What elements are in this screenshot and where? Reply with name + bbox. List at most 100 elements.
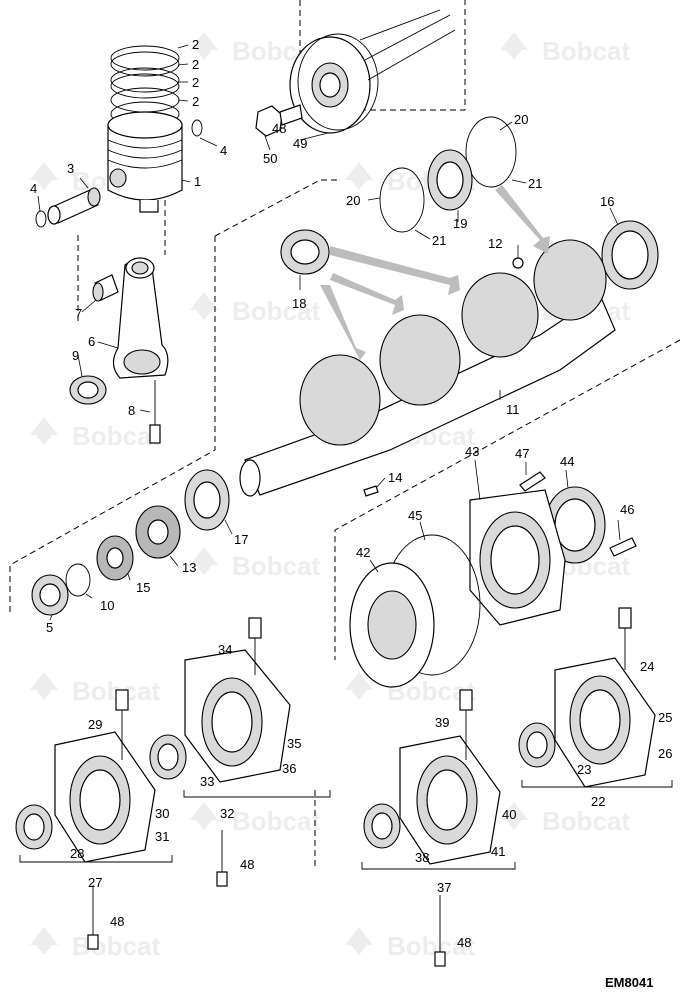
callout-label: 25: [658, 710, 672, 725]
callout-label: 10: [100, 598, 114, 613]
callout-label: 21: [528, 176, 542, 191]
callout-label: 39: [435, 715, 449, 730]
crank-gear-small: [96, 535, 134, 581]
watermark-text: Bobcat: [72, 931, 160, 961]
callout-label: 27: [88, 875, 102, 890]
callout-label: 9: [72, 348, 79, 363]
callout-label: 20: [514, 112, 528, 127]
callout-label: 48: [272, 121, 286, 136]
callout-label: 2: [192, 37, 199, 52]
callout-label: 42: [356, 545, 370, 560]
key: [363, 485, 379, 497]
callout-label: 35: [287, 736, 301, 751]
callout-label: 48: [240, 857, 254, 872]
callout-label: 1: [194, 174, 201, 189]
watermark-logo: [190, 32, 218, 60]
piston: [107, 111, 183, 213]
watermark-text: Bobcat: [232, 296, 320, 326]
crankshaft: [239, 239, 616, 497]
watermark-logo: [190, 292, 218, 320]
cap-bolts-48: [87, 830, 446, 967]
watermark-text: Bobcat: [72, 421, 160, 451]
callout-label: 24: [640, 659, 654, 674]
spacer-ring: [65, 563, 91, 597]
watermark-text: Bobcat: [542, 36, 630, 66]
callout-label: 41: [491, 844, 505, 859]
callout-label: 16: [600, 194, 614, 209]
callout-label: 40: [502, 807, 516, 822]
bearing-cap-assembly-22: [518, 607, 656, 788]
watermark-text: Bobcat: [387, 931, 475, 961]
assembly-arrows: [320, 185, 550, 360]
callout-label: 4: [30, 181, 37, 196]
callout-label: 49: [293, 136, 307, 151]
watermark-text: Bobcat: [232, 551, 320, 581]
watermark-logo: [345, 162, 373, 190]
callout-label: 18: [292, 296, 306, 311]
callout-label: 13: [182, 560, 196, 575]
callout-label: 19: [453, 216, 467, 231]
crankshaft-pulley: [289, 9, 456, 134]
callout-label: 28: [70, 846, 84, 861]
watermark-text: Bobcat: [232, 806, 320, 836]
watermark-logo: [30, 672, 58, 700]
callout-label: 29: [88, 717, 102, 732]
callout-label: 45: [408, 508, 422, 523]
callout-label: 20: [346, 193, 360, 208]
watermark-logo: [30, 417, 58, 445]
callout-label: 2: [192, 57, 199, 72]
connecting-rod: [112, 257, 169, 379]
figure-id: EM8041: [605, 975, 653, 990]
snap-rings: [35, 119, 203, 228]
main-bearing: [280, 229, 330, 275]
rod-bearing: [69, 375, 107, 405]
watermark-logo: [30, 927, 58, 955]
group-brackets: [19, 780, 673, 870]
callout-label: 4: [220, 143, 227, 158]
callout-label: 8: [128, 403, 135, 418]
watermark-logo: [30, 162, 58, 190]
rear-seal-ring: [601, 220, 659, 290]
callout-label: 7: [75, 306, 82, 321]
rod-bolt: [149, 380, 161, 444]
watermark-logo: [190, 547, 218, 575]
piston-pin: [47, 187, 101, 225]
watermark-logo: [500, 32, 528, 60]
callout-label: 37: [437, 880, 451, 895]
bearing-cap-assembly-37: [363, 689, 501, 865]
callout-label: 48: [110, 914, 124, 929]
callout-label: 38: [415, 850, 429, 865]
front-bearing: [184, 469, 230, 531]
housing-bolts: [519, 471, 637, 557]
callout-label: 5: [46, 620, 53, 635]
callout-label: 17: [234, 532, 248, 547]
callout-label: 43: [465, 444, 479, 459]
callout-label: 12: [488, 236, 502, 251]
leader-lines: [37, 44, 621, 621]
callout-label: 48: [457, 935, 471, 950]
callout-label: 34: [218, 642, 232, 657]
rear-seal-housing: [469, 489, 566, 626]
callout-label: 46: [620, 502, 634, 517]
callout-label: 44: [560, 454, 574, 469]
callout-label: 21: [432, 233, 446, 248]
watermark-text: Bobcat: [542, 806, 630, 836]
watermark-logo: [345, 927, 373, 955]
callout-label: 32: [220, 806, 234, 821]
pulley-bolt: [255, 104, 303, 137]
callout-label: 36: [282, 761, 296, 776]
crank-gear-large: [135, 505, 181, 559]
callout-label: 23: [577, 762, 591, 777]
watermark-logo: [190, 802, 218, 830]
callout-label: 31: [155, 829, 169, 844]
watermark-logo: [500, 802, 528, 830]
callout-label: 30: [155, 806, 169, 821]
housing-plate: [349, 562, 435, 688]
callout-label: 33: [200, 774, 214, 789]
callout-label: 50: [263, 151, 277, 166]
main-bearing-flanged: [427, 149, 473, 211]
watermark-logo: [345, 672, 373, 700]
callout-label: 2: [192, 94, 199, 109]
callout-label: 15: [136, 580, 150, 595]
callout-label: 11: [506, 402, 520, 417]
